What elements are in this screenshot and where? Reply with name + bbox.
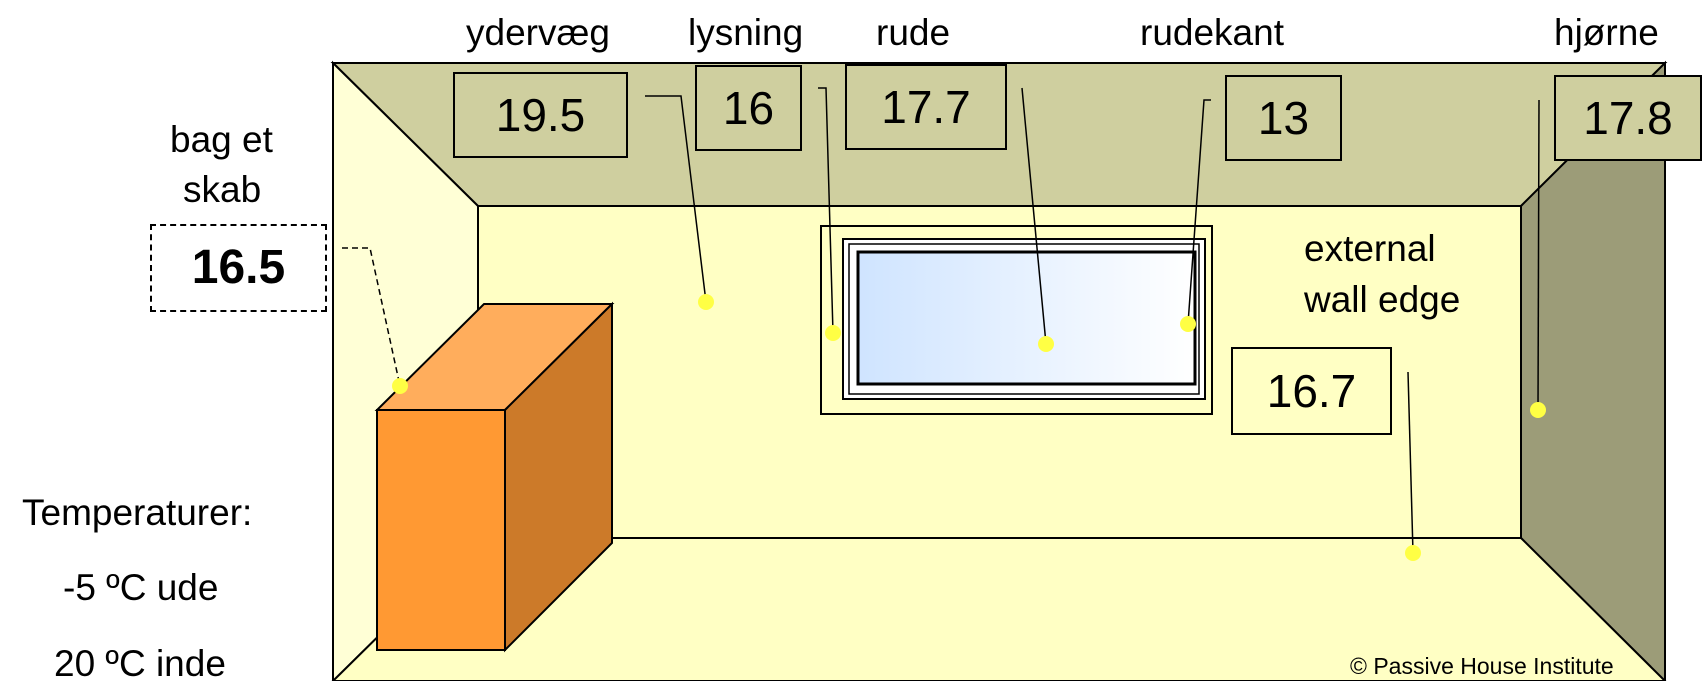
value-pane: 17.7: [845, 64, 1007, 150]
label-reveal: lysning: [688, 12, 804, 53]
copyright-text: © Passive House Institute: [1350, 653, 1614, 679]
value-behind-cabinet: 16.5: [150, 224, 327, 312]
value-pane-edge: 13: [1225, 75, 1342, 161]
leader-pane: [1021, 87, 1047, 345]
marker-outer-wall: [698, 294, 714, 310]
legend-heading: Temperaturer:: [22, 492, 253, 533]
marker-reveal: [825, 325, 841, 341]
legend-inside: 20 ºC inde: [54, 643, 226, 684]
label-behind-cabinet-1: bag et: [170, 119, 273, 160]
cabinet-front: [376, 409, 506, 651]
leader-outer-wall: [645, 95, 707, 303]
value-reveal: 16: [695, 65, 802, 151]
label-corner: hjørne: [1554, 12, 1659, 53]
marker-behind-cabinet: [392, 378, 408, 394]
label-pane-edge: rudekant: [1140, 12, 1284, 53]
window-glass: [856, 250, 1197, 386]
leader-corner: [1537, 99, 1540, 411]
label-external-edge-2: wall edge: [1304, 279, 1461, 320]
value-outer-wall: 19.5: [453, 72, 628, 158]
leader-external-edge: [1407, 371, 1414, 554]
label-pane: rude: [876, 12, 951, 53]
marker-pane: [1038, 336, 1054, 352]
leader-pane-edge: [1187, 99, 1211, 325]
marker-corner: [1530, 402, 1546, 418]
window-frame-inner: [848, 243, 1200, 395]
value-external-edge: 16.7: [1231, 347, 1392, 435]
label-behind-cabinet-2: skab: [183, 169, 262, 210]
marker-pane-edge: [1180, 316, 1196, 332]
legend-outside: -5 ºC ude: [63, 567, 219, 608]
leader-behind-cabinet: [342, 247, 401, 387]
value-corner: 17.8: [1554, 75, 1702, 161]
label-external-edge-1: external: [1304, 228, 1436, 269]
leader-reveal: [818, 87, 834, 334]
label-outer-wall: ydervæg: [466, 12, 610, 53]
marker-external-edge: [1405, 545, 1421, 561]
